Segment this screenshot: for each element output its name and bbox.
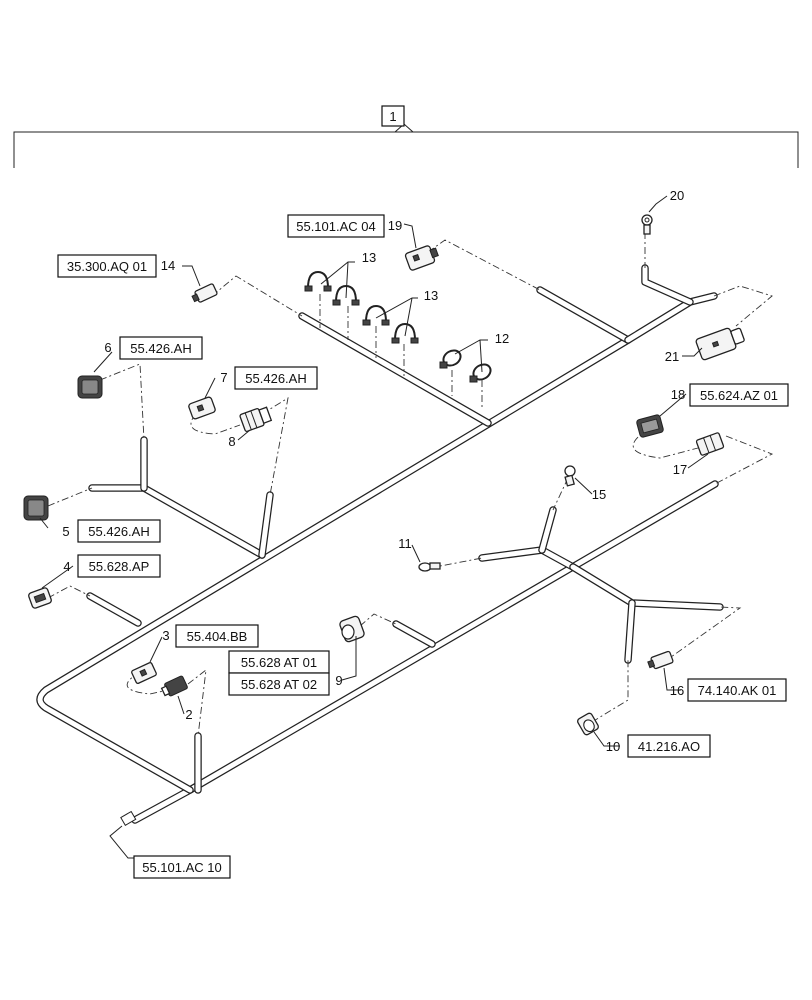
part-2-connector	[160, 675, 188, 697]
part-21-connector	[695, 327, 745, 361]
svg-text:41.216.AO: 41.216.AO	[638, 739, 700, 754]
callout-2: 2	[185, 707, 192, 722]
part-12-cable-ties	[439, 349, 492, 383]
part-15-ring-terminal	[564, 465, 576, 487]
callout-12: 12	[495, 331, 509, 346]
callout-numbers: 2 3 4 5 6 7 8 9 10 11 12 13 13 14 15 16 …	[62, 188, 687, 754]
callout-14: 14	[161, 258, 175, 273]
ref-41-216-ao: 41.216.AO	[627, 734, 711, 758]
ref-55-628-at-01: 55.628 AT 01	[228, 650, 330, 674]
callout-1: 1	[389, 109, 396, 124]
callout-9: 9	[335, 673, 342, 688]
part-17-connector	[695, 432, 725, 456]
ref-55-101-ac-04: 55.101.AC 04	[287, 214, 385, 238]
svg-text:55.628 AT 01: 55.628 AT 01	[241, 655, 317, 670]
callout-8: 8	[228, 434, 235, 449]
callout-13-upper: 13	[362, 250, 376, 265]
part-16-connector	[647, 650, 674, 670]
ref-55-404-bb: 55.404.BB	[175, 624, 259, 648]
ref-74-140-ak-01: 74.140.AK 01	[687, 678, 787, 702]
ref-55-426-ah-7: 55.426.AH	[234, 366, 318, 390]
svg-text:55.628.AP: 55.628.AP	[89, 559, 150, 574]
ref-35-300-aq-01: 35.300.AQ 01	[57, 254, 157, 278]
part-7-connector	[188, 396, 216, 420]
ref-55-101-ac-10: 55.101.AC 10	[133, 855, 231, 879]
part-19-connector	[404, 245, 439, 271]
callout-3: 3	[162, 628, 169, 643]
callout-16: 16	[670, 683, 684, 698]
callout-17: 17	[673, 462, 687, 477]
svg-text:55.101.AC 04: 55.101.AC 04	[296, 219, 376, 234]
part-8-connector	[239, 406, 273, 432]
assembly-bracket: 1	[13, 105, 799, 168]
svg-text:55.404.BB: 55.404.BB	[187, 629, 248, 644]
callout-4: 4	[63, 559, 70, 574]
part-5-connector	[23, 495, 49, 521]
part-6-connector	[77, 375, 103, 399]
ref-55-628-at-02: 55.628 AT 02	[228, 672, 330, 696]
callout-21: 21	[665, 349, 679, 364]
reference-boxes: 55.101.AC 04 35.300.AQ 01 55.426.AH 55.4…	[57, 214, 789, 879]
part-20-ring-terminal	[641, 214, 653, 235]
ref-55-624-az-01: 55.624.AZ 01	[689, 383, 789, 407]
callout-18: 18	[671, 387, 685, 402]
callout-19: 19	[388, 218, 402, 233]
callout-10: 10	[606, 739, 620, 754]
part-10-connector	[577, 712, 599, 736]
svg-text:35.300.AQ 01: 35.300.AQ 01	[67, 259, 147, 274]
callout-15: 15	[592, 487, 606, 502]
part-14-connector	[191, 283, 218, 303]
svg-text:55.624.AZ 01: 55.624.AZ 01	[700, 388, 778, 403]
callout-6: 6	[104, 340, 111, 355]
part-11-ring-terminal	[418, 562, 441, 572]
part-9-connector	[339, 615, 365, 643]
svg-text:55.426.AH: 55.426.AH	[88, 524, 149, 539]
callout-11: 11	[398, 536, 412, 551]
part-4-connector	[28, 587, 52, 609]
part-18-connector	[636, 414, 664, 438]
harness-main	[36, 264, 724, 827]
callout-13-lower: 13	[424, 288, 438, 303]
svg-text:55.101.AC 10: 55.101.AC 10	[142, 860, 222, 875]
ref-55-628-ap: 55.628.AP	[77, 554, 161, 578]
svg-text:74.140.AK 01: 74.140.AK 01	[698, 683, 777, 698]
svg-text:55.426.AH: 55.426.AH	[130, 341, 191, 356]
callout-7: 7	[220, 370, 227, 385]
callout-5: 5	[62, 524, 69, 539]
ref-55-426-ah-6: 55.426.AH	[119, 336, 203, 360]
part-13-clamps	[304, 270, 419, 344]
callout-20: 20	[670, 188, 684, 203]
svg-text:55.426.AH: 55.426.AH	[245, 371, 306, 386]
ref-55-426-ah-5: 55.426.AH	[77, 519, 161, 543]
part-3-connector	[131, 662, 157, 684]
svg-text:55.628 AT 02: 55.628 AT 02	[241, 677, 317, 692]
leader-lines	[39, 195, 709, 859]
